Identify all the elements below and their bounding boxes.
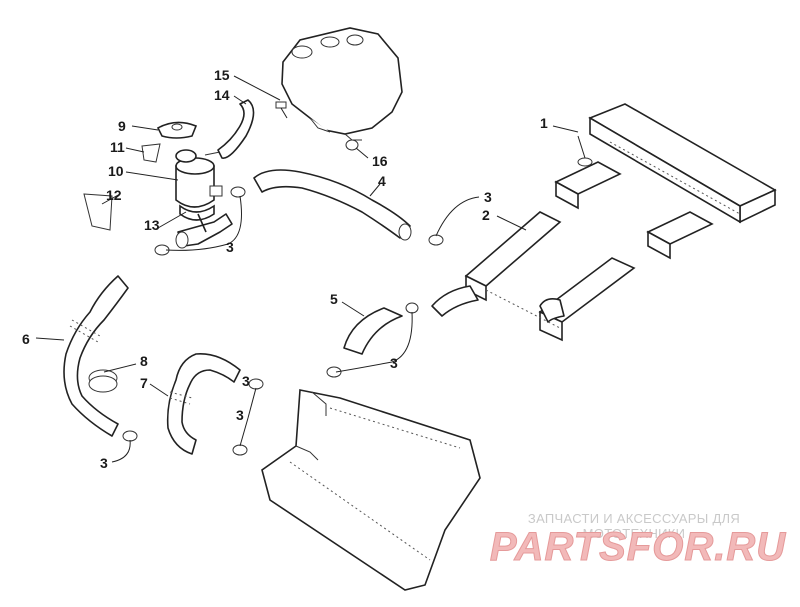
grommet — [345, 139, 359, 151]
callout-12: 12 — [106, 187, 122, 203]
callout-3: 3 — [242, 373, 250, 389]
clamp-spring — [88, 369, 118, 393]
callout-11: 11 — [110, 139, 125, 155]
tank-assembly — [281, 27, 403, 141]
surge-tank — [175, 149, 223, 221]
callout-labels: 1 2 3 3 3 3 3 3 4 5 6 7 8 9 10 11 12 13 … — [22, 67, 548, 471]
callout-3: 3 — [226, 239, 234, 255]
overflow-hose — [217, 99, 255, 159]
hose-middle — [343, 307, 403, 355]
callout-9: 9 — [118, 118, 126, 134]
tunnel-frame — [261, 389, 481, 591]
bolt — [275, 101, 288, 119]
callout-3: 3 — [100, 455, 108, 471]
callout-1: 1 — [540, 115, 548, 131]
hose-clamps — [122, 186, 444, 456]
heat-exchanger-upper — [554, 103, 777, 260]
heat-exchanger-middle — [431, 211, 636, 342]
radiator-cap — [156, 121, 198, 139]
callout-5: 5 — [330, 291, 338, 307]
callout-10: 10 — [108, 163, 124, 179]
decal-label — [83, 143, 161, 231]
watermark-tagline: ЗАПЧАСТИ И АКСЕССУАРЫ ДЛЯ МОТОТЕХНИКИ — [527, 511, 741, 541]
callout-16: 16 — [372, 153, 388, 169]
callout-3: 3 — [236, 407, 244, 423]
callout-2: 2 — [482, 207, 490, 223]
hose-upper — [253, 169, 411, 239]
tee-fitting — [175, 213, 233, 249]
callout-14: 14 — [214, 87, 230, 103]
watermark-logo[interactable]: PARTSFOR.RU — [489, 525, 787, 570]
callout-6: 6 — [22, 331, 30, 347]
callout-8: 8 — [140, 353, 148, 369]
callout-7: 7 — [140, 375, 148, 391]
hose-left-long — [63, 275, 129, 437]
callout-15: 15 — [214, 67, 230, 83]
callout-13: 13 — [144, 217, 160, 233]
callout-3: 3 — [390, 355, 398, 371]
hose-left-short — [166, 353, 241, 455]
callout-3: 3 — [484, 189, 492, 205]
callout-4: 4 — [378, 173, 386, 189]
leader-lines — [35, 75, 579, 463]
